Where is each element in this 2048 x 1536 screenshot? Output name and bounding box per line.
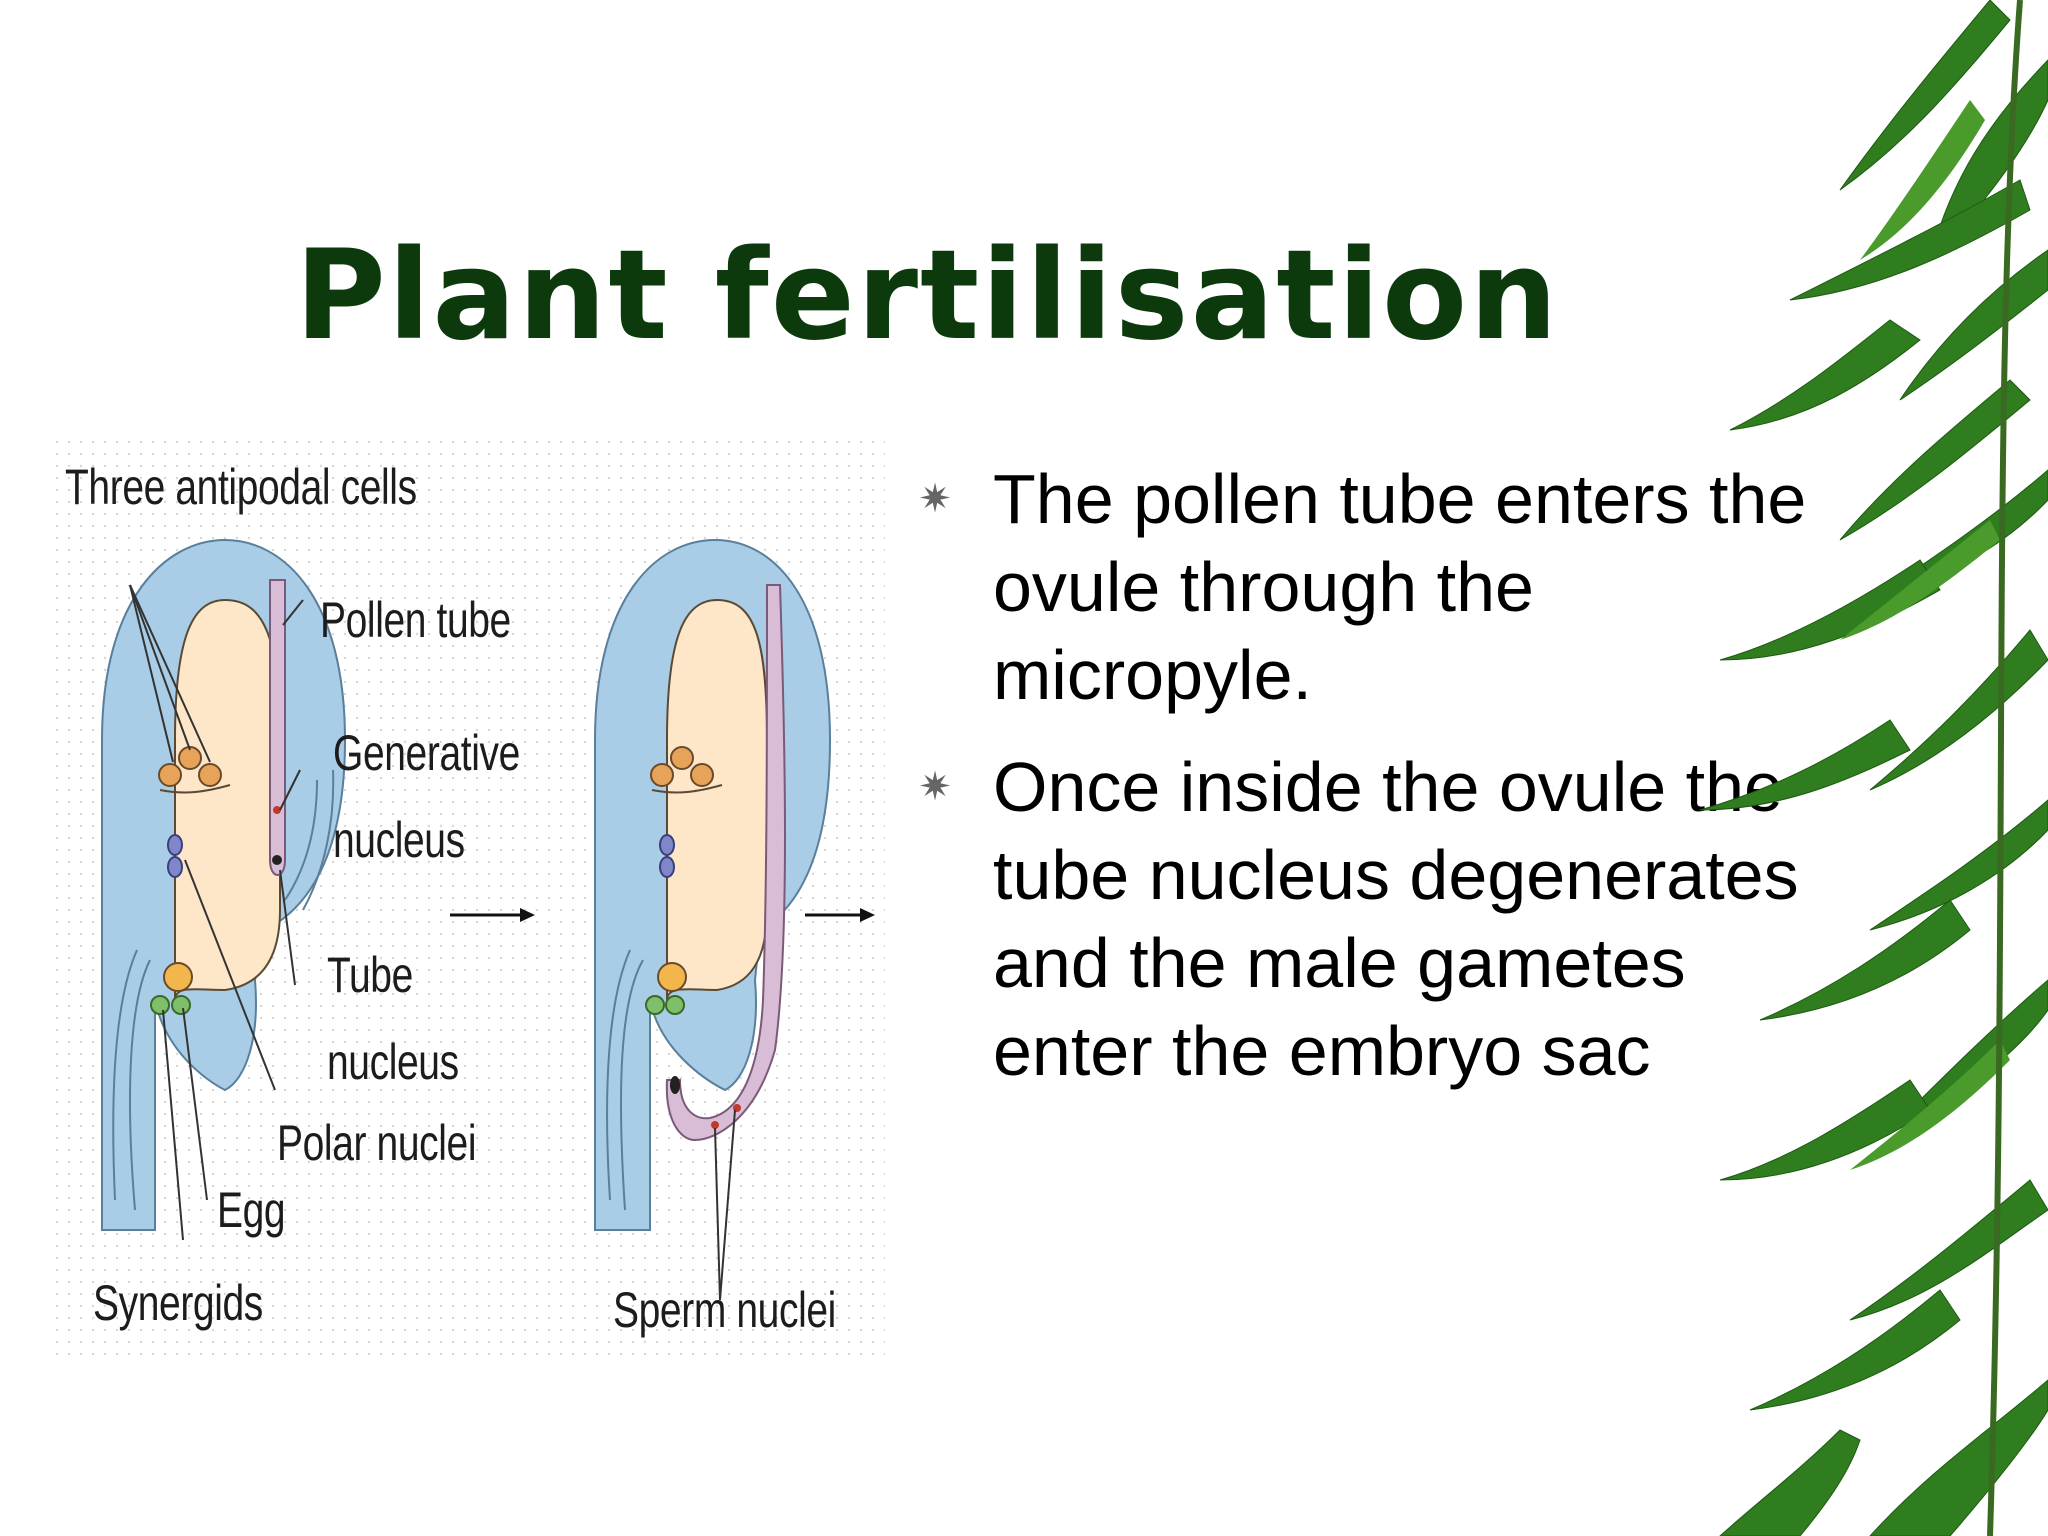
bullet-text: The pollen tube enters the ovule through… (993, 460, 1807, 714)
bullet-text: Once inside the ovule the tube nucleus d… (993, 748, 1799, 1090)
label-antipodal-cells: Three antipodal cells (65, 459, 417, 515)
label-polar-nuclei: Polar nuclei (277, 1115, 477, 1171)
star-bullet-icon: ✷ (918, 765, 952, 809)
label-generative: Generative (333, 725, 520, 781)
bullet-list: ✷ The pollen tube enters the ovule throu… (915, 455, 1855, 1119)
slide-title: Plant fertilisation (295, 224, 1560, 368)
star-bullet-icon: ✷ (918, 477, 952, 521)
bamboo-leaves-decoration (1699, 0, 2048, 1536)
label-egg: Egg (217, 1182, 286, 1238)
bullet-item: ✷ Once inside the ovule the tube nucleus… (915, 743, 1855, 1095)
label-pollen-tube: Pollen tube (320, 592, 511, 648)
label-tube-nucleus: nucleus (327, 1034, 459, 1090)
diagram-drawing (55, 440, 885, 1365)
label-sperm-nuclei: Sperm nuclei (613, 1282, 836, 1338)
fertilisation-diagram: Three antipodal cells Pollen tube Genera… (55, 440, 885, 1365)
label-tube: Tube (327, 947, 413, 1003)
label-generative-nucleus: nucleus (333, 812, 465, 868)
bullet-item: ✷ The pollen tube enters the ovule throu… (915, 455, 1855, 719)
label-synergids: Synergids (93, 1275, 263, 1331)
ovule-after (594, 538, 832, 1231)
